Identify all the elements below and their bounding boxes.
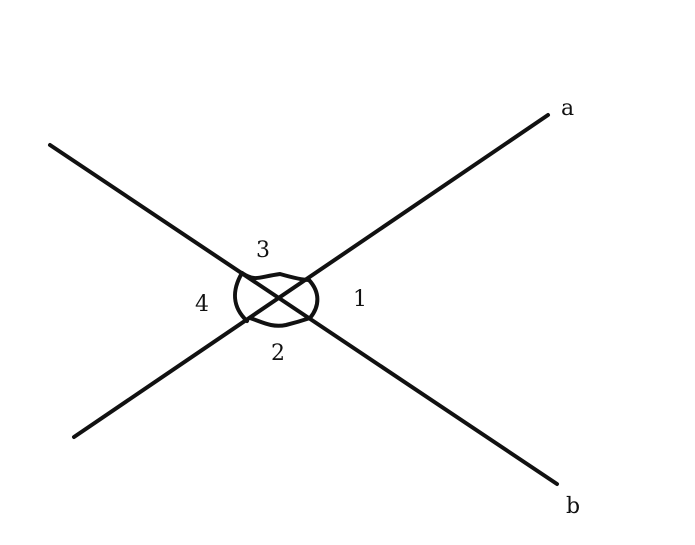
line-b-label: b [566,494,580,519]
angle-label-2: 2 [271,341,285,366]
angle-arc-2 [248,316,312,328]
angle-label-1: 1 [353,287,367,312]
angle-arc-4 [233,271,249,323]
line-a-label: a [561,96,574,121]
angle-arc-1 [307,278,320,320]
angle-label-3: 3 [256,238,270,263]
angle-label-4: 4 [195,292,209,317]
angle-arc-3 [240,271,311,282]
line-b [48,143,559,486]
line-a [72,113,550,439]
